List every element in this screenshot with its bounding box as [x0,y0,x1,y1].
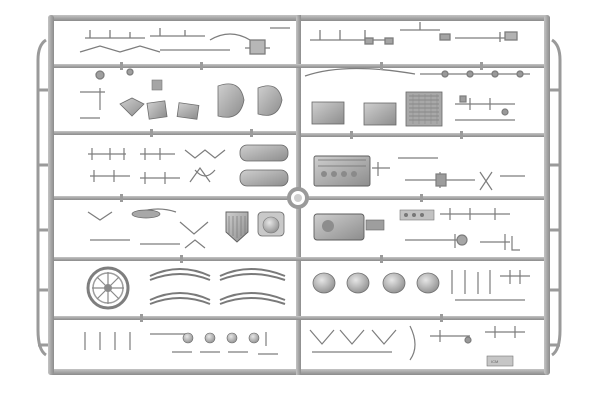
row2-right-parts [311,91,515,127]
row3-right-parts [313,155,525,191]
row3-left-parts [88,144,289,187]
row5-right-parts [312,270,530,301]
row5-left-parts [86,266,286,310]
spoked-wheel [86,266,130,310]
engine-block [313,155,371,187]
row1-small-parts [79,27,290,80]
row4-left-parts [87,208,285,249]
center-gate-ring [287,187,309,209]
row6-right-parts: ICM [309,325,525,367]
row2-left-parts [80,79,283,120]
row6-left-parts [84,332,278,355]
radiator-grille [405,91,443,127]
row4-right-parts [313,208,520,251]
attachment-gates [120,62,483,322]
sprue-stamp-text: ICM [491,359,498,364]
row1-right-parts [304,22,530,78]
leaf-springs [149,268,286,305]
gearbox [313,213,385,241]
frame-stubs [38,88,560,347]
